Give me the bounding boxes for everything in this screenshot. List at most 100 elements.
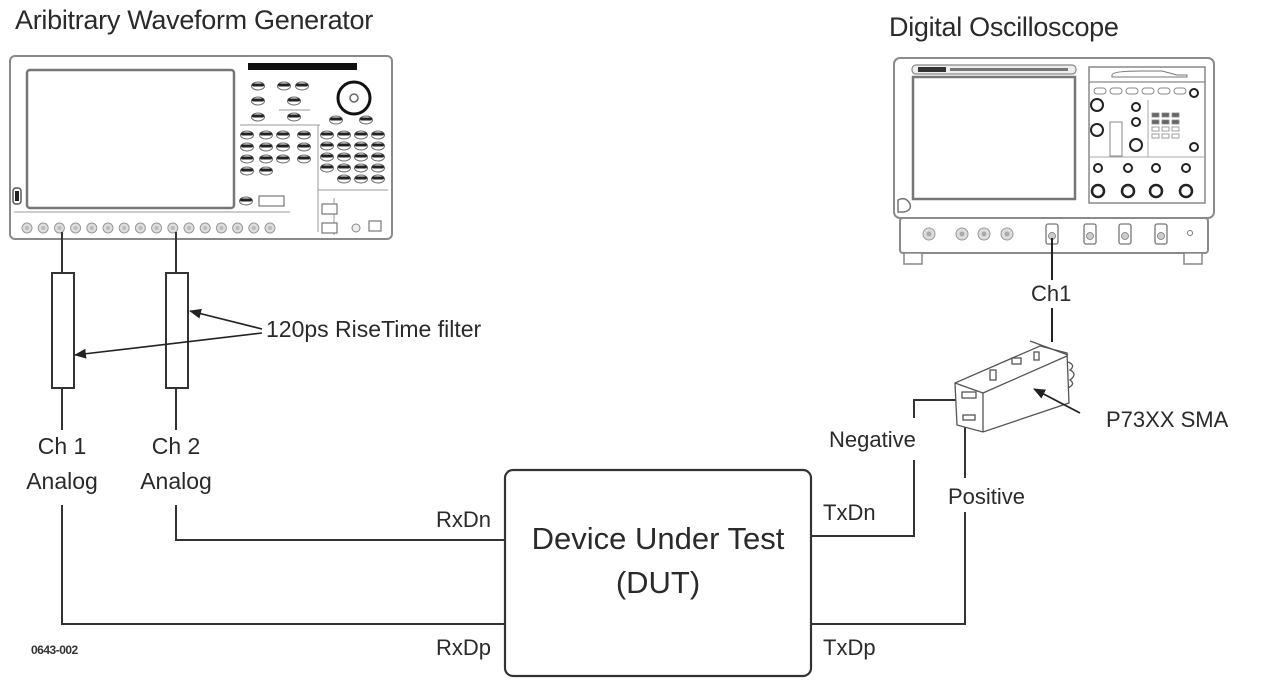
scope-small-button: [1151, 126, 1160, 132]
awg-connector-pin: [203, 226, 208, 230]
scope-channel-input-pin: [1157, 232, 1165, 240]
scope-aux-connector-pin: [1004, 231, 1010, 237]
ch2-type-label: Analog: [140, 468, 212, 494]
awg-button-cap: [298, 156, 310, 160]
awg-button-cap: [372, 154, 384, 158]
scope-small-button: [1151, 112, 1160, 118]
scope-aux-connector-pin: [959, 231, 965, 237]
awg-button-cap: [355, 143, 367, 147]
awg-button-cap: [372, 143, 384, 147]
scope-position-knob: [1151, 163, 1161, 173]
awg-button-cap: [252, 114, 264, 118]
scope-knob: [1189, 88, 1199, 98]
scope-position-knob: [1181, 163, 1191, 173]
awg-button-cap: [241, 144, 253, 148]
tx-wires: [811, 399, 966, 625]
scope-small-button: [1161, 112, 1170, 118]
awg-button-cap: [338, 154, 350, 158]
awg-title: Aribitrary Waveform Generator: [15, 5, 373, 35]
awg-connector-row: [21, 222, 276, 234]
scope-aux-connector-pin: [981, 231, 987, 237]
positive-label: Positive: [948, 484, 1026, 509]
scope-menu-block: [1109, 121, 1123, 157]
awg-button-cap: [355, 165, 367, 169]
dut-title: Device Under Test: [531, 521, 785, 556]
ch2-label: Ch 2: [151, 433, 201, 459]
scope-knob: [1090, 123, 1104, 137]
probe-label: P73XX SMA: [1106, 407, 1229, 432]
awg-button-cap: [240, 198, 252, 202]
scope-button: [1125, 87, 1139, 95]
ch2-path: [165, 232, 506, 541]
awg-button-cap: [241, 132, 253, 136]
txdp-label: TxDp: [823, 635, 876, 660]
awg-button-cap: [260, 144, 272, 148]
ch1-risetime-filter: [51, 272, 75, 389]
awg-connector-pin: [106, 226, 110, 230]
scope-knob: [1129, 138, 1143, 152]
scope-foot-left: [903, 252, 923, 265]
ch1-label: Ch 1: [37, 433, 87, 459]
awg-button-cap: [372, 176, 384, 180]
scope-small-button: [1171, 133, 1180, 139]
awg-button-cap: [360, 117, 372, 121]
scope-scale-knob: [1120, 183, 1136, 199]
awg-button-cap: [321, 143, 333, 147]
scope-aux-connector-pin: [926, 231, 932, 237]
oscilloscope-instrument: [893, 57, 1215, 265]
awg-button-cap: [260, 132, 272, 136]
scope-small-button: [1161, 133, 1170, 139]
scope-small-button: [1151, 119, 1160, 125]
scope-small-button: [1171, 119, 1180, 125]
scope-foot-right: [1183, 252, 1203, 265]
awg-connector-pin: [122, 226, 127, 230]
awg-instrument: [9, 55, 393, 240]
awg-connector-pin: [251, 226, 256, 230]
awg-button-cap: [252, 98, 264, 102]
filter-annotation-arrows: [74, 308, 263, 359]
awg-button-cap: [277, 132, 289, 136]
txdn-label: TxDn: [823, 500, 876, 525]
scope-button: [1173, 87, 1187, 95]
scope-knob: [1131, 117, 1141, 127]
awg-connector-pin: [73, 226, 78, 230]
scope-knob: [1131, 102, 1141, 112]
scope-channel-input-pin: [1121, 232, 1129, 240]
scope-position-knob: [1093, 163, 1103, 173]
awg-button-cap: [288, 98, 300, 102]
scope-button: [1093, 87, 1107, 95]
scope-small-button: [1161, 119, 1170, 125]
awg-button-cap: [355, 132, 367, 136]
scope-screen: [911, 75, 1077, 201]
rxdp-label: RxDp: [436, 635, 492, 660]
awg-button-cap: [338, 165, 350, 169]
awg-button-cap: [298, 144, 310, 148]
rxdn-label: RxDn: [436, 507, 492, 532]
p73xx-probe: [954, 340, 1075, 433]
awg-button-cap: [321, 132, 333, 136]
scope-input-row: [922, 223, 1193, 245]
awg-button-cap: [298, 132, 310, 136]
scope-small-button: [1171, 126, 1180, 132]
awg-button-cap: [296, 83, 308, 87]
scope-button: [1157, 87, 1171, 95]
scope-knob: [1189, 142, 1199, 152]
scope-position-knob: [1123, 163, 1133, 173]
scope-ch1-label: Ch1: [1031, 281, 1072, 306]
scope-scale-knob: [1090, 183, 1106, 199]
awg-button-cap: [330, 117, 342, 121]
awg-connector-pin: [89, 226, 94, 230]
awg-button-cap: [277, 156, 289, 160]
scope-knob: [1090, 98, 1104, 112]
scope-small-button: [1171, 112, 1180, 118]
dut-box: [503, 468, 813, 678]
scope-small-button: [1161, 126, 1170, 132]
awg-button-cap: [241, 156, 253, 160]
awg-button-cap: [355, 154, 367, 158]
awg-connector-pin: [219, 226, 224, 230]
awg-connector-pin: [235, 226, 240, 230]
figure-code: 0643-002: [31, 643, 78, 657]
scope-button: [1109, 87, 1123, 95]
oscilloscope-title: Digital Oscilloscope: [889, 12, 1119, 42]
